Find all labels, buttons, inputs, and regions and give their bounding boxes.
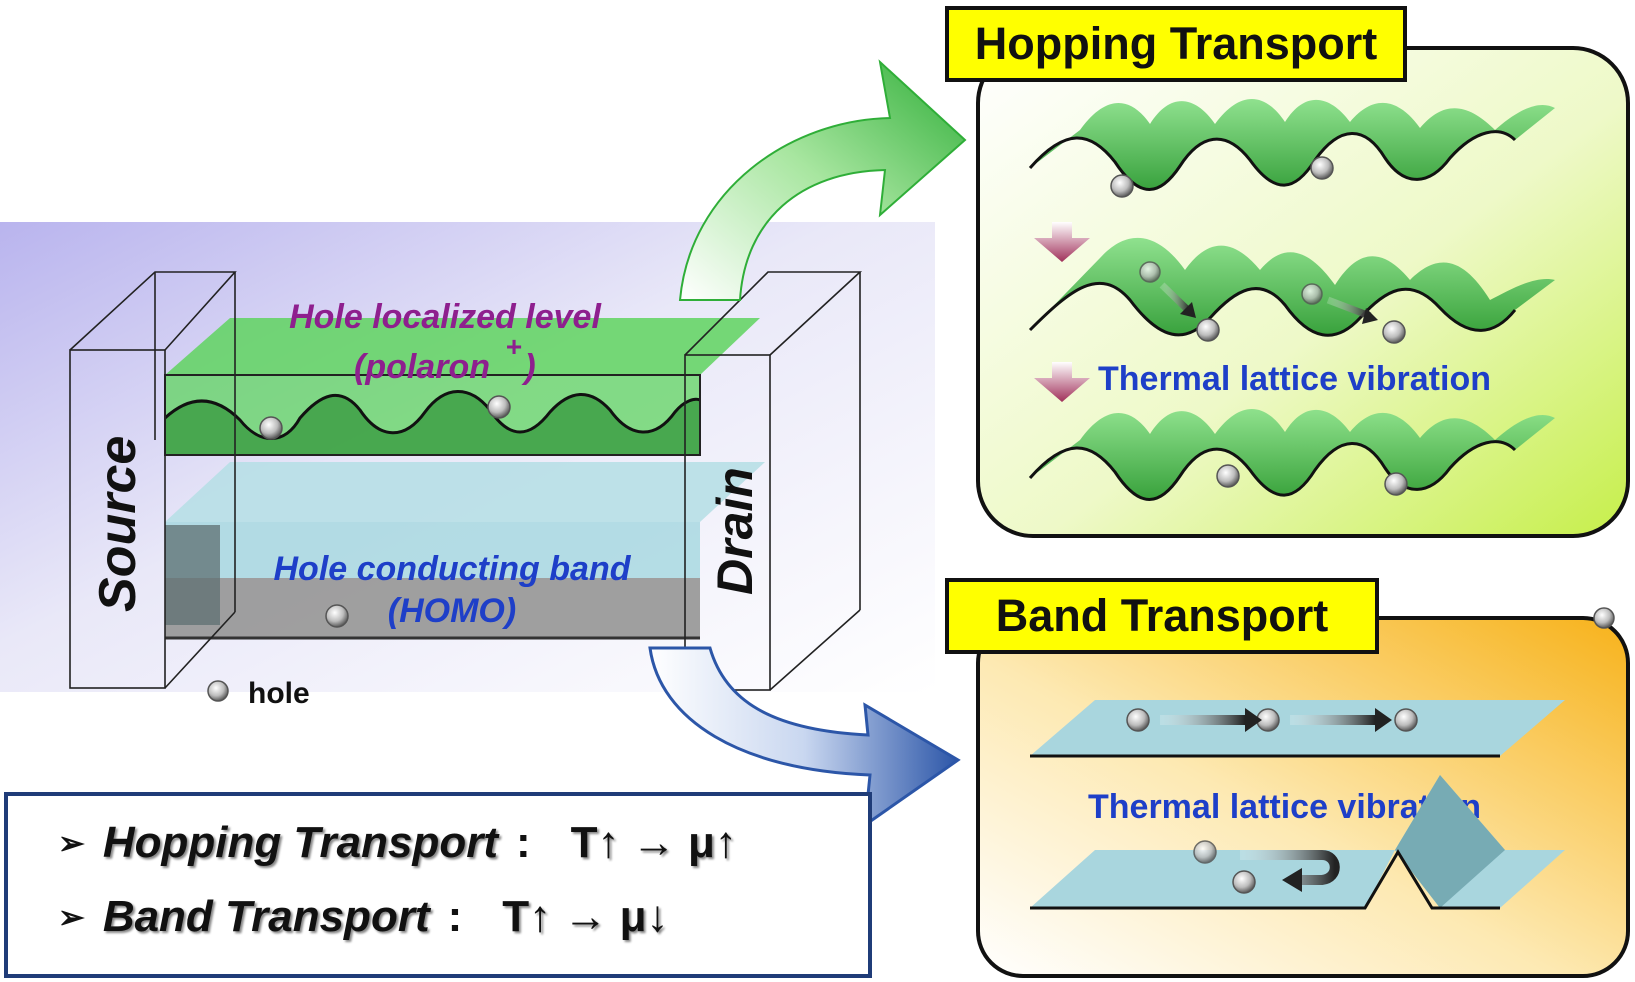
summary-row-band: ➢ Band Transport : T↑ → μ↓ [58, 892, 669, 942]
down-arrow-icon [1034, 362, 1090, 402]
hopping-wave-1 [1028, 99, 1555, 191]
localized-level-label: Hole localized level [289, 298, 602, 336]
summary-colon: : [515, 818, 531, 867]
homo-label: (HOMO) [388, 592, 516, 630]
drain-label: Drain [707, 467, 763, 595]
hole-particle [1310, 156, 1334, 180]
summary-box: ➢ Hopping Transport : T↑ → μ↑ ➢ Band Tra… [4, 792, 872, 978]
localized-level-slab [163, 318, 760, 456]
scatter-arrowhead [1282, 868, 1302, 892]
polaron-label: (polaron [354, 348, 490, 386]
summary-band-name: Band Transport [102, 892, 430, 941]
hole-particle [1126, 708, 1150, 732]
green-curved-arrow [678, 59, 967, 301]
hop-motion-arrowhead [1362, 308, 1378, 324]
bullet-arrow-icon: ➢ [58, 825, 85, 861]
hole-particle [259, 416, 283, 440]
hole-particle [1139, 261, 1161, 283]
legend-hole-icon [207, 680, 229, 702]
summary-hopping-name: Hopping Transport [102, 818, 498, 867]
hole-particle [1196, 318, 1220, 342]
band-motion-arrow [1160, 715, 1245, 725]
polaron-charge-sup: + [506, 331, 522, 362]
hole-particle [1193, 840, 1217, 864]
conducting-band-slab [165, 462, 765, 640]
legend-hole-label: hole [248, 677, 310, 710]
polaron-close-paren: ) [521, 348, 535, 386]
hopping-transport-title: Hopping Transport [945, 6, 1407, 82]
hopping-wave-3 [1028, 409, 1555, 501]
hole-particle [325, 604, 349, 628]
band-motion-arrowhead [1375, 708, 1392, 732]
scatter-arrow [1240, 850, 1340, 885]
conducting-band-label: Hole conducting band [274, 550, 632, 588]
band-sheet-top [1030, 700, 1565, 758]
hopping-wave-2 [1028, 237, 1555, 337]
hole-particle [1384, 472, 1408, 496]
hole-particle [1301, 283, 1323, 305]
bullet-arrow-icon: ➢ [58, 899, 85, 935]
summary-row-hopping: ➢ Hopping Transport : T↑ → μ↑ [58, 818, 737, 868]
hole-particle [487, 395, 511, 419]
summary-colon: : [447, 892, 463, 941]
hole-particle [1110, 174, 1134, 198]
band-motion-arrow [1290, 715, 1375, 725]
hole-particle [1216, 464, 1240, 488]
hopping-vibration-label: Thermal lattice vibration [1098, 360, 1491, 398]
hole-particle [1382, 320, 1406, 344]
down-arrow-icon [1034, 222, 1090, 262]
hole-particle [1232, 870, 1256, 894]
hop-motion-arrow [1159, 282, 1193, 315]
band-transport-title: Band Transport [945, 578, 1379, 654]
hop-motion-arrowhead [1180, 302, 1196, 318]
hop-motion-arrow [1326, 296, 1372, 320]
source-label: Source [89, 436, 147, 612]
hole-particle [1593, 607, 1615, 629]
summary-hopping-relation: T↑ → μ↑ [570, 818, 737, 867]
summary-band-relation: T↑ → μ↓ [502, 892, 669, 941]
band-motion-arrowhead [1245, 708, 1262, 732]
source-electrode [69, 271, 237, 689]
band-sheet-bottom [1030, 775, 1565, 910]
hole-particle [1394, 708, 1418, 732]
